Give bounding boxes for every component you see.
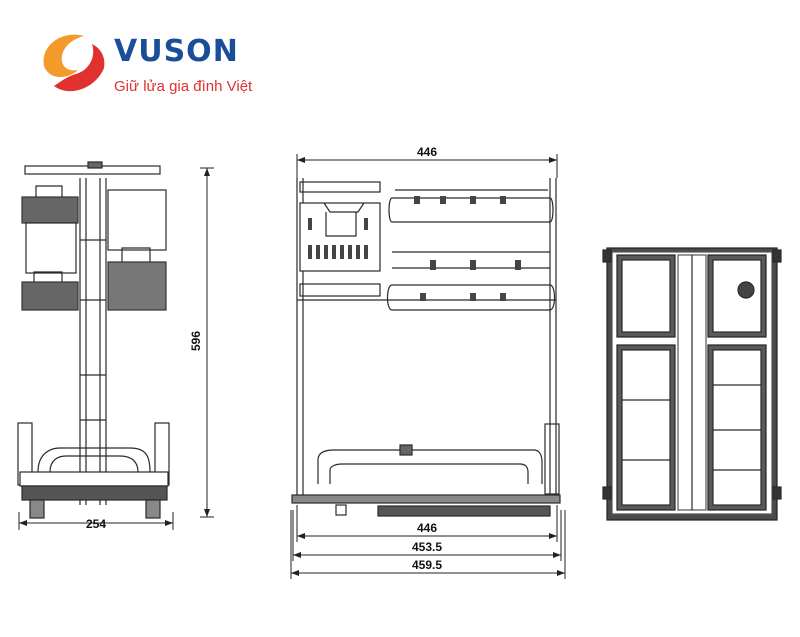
top-view — [602, 247, 782, 521]
front-bottom-width-label-3: 459.5 — [412, 558, 442, 572]
front-top-width-label: 446 — [417, 145, 437, 159]
vuson-swirl-icon — [43, 34, 105, 92]
front-bottom-width-label-2: 453.5 — [412, 540, 442, 554]
side-view — [17, 161, 170, 519]
front-view — [291, 178, 561, 517]
side-width-label: 254 — [86, 517, 106, 531]
vuson-logo: VUSON Giữ lửa gia đình Việt — [34, 26, 294, 106]
side-height-label: 596 — [189, 331, 203, 351]
brand-name: VUSON — [114, 34, 239, 69]
front-dimensions — [290, 154, 566, 579]
front-bottom-width-label-1: 446 — [417, 521, 437, 535]
dimension-arrows — [19, 157, 565, 576]
brand-slogan: Giữ lửa gia đình Việt — [114, 78, 253, 95]
